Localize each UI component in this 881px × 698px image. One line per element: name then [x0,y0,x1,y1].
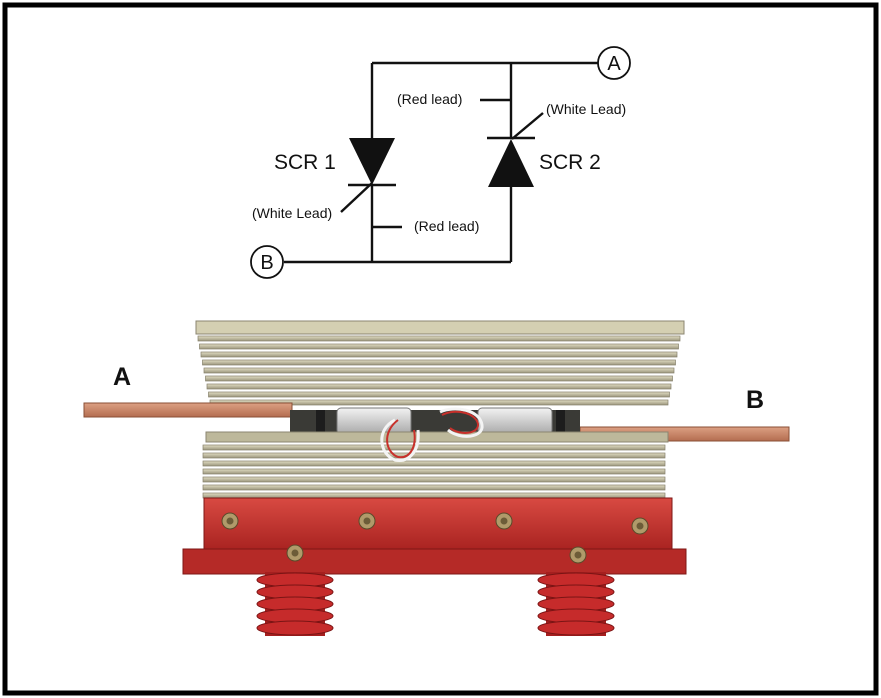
heatsink-fin [208,391,670,398]
lower-heatsink-fins [202,444,666,499]
heatsink-fin [202,484,666,491]
red-base-channel [203,497,673,552]
scr2-label: SCR 2 [539,151,601,174]
schematic [284,61,599,264]
insulator-left [256,572,334,636]
heatsink-fin [202,492,666,499]
heatsink-fin [205,375,673,382]
bolt-center [574,551,582,559]
heatsink-fin [203,367,675,374]
insulator-shed [537,620,615,636]
insulator-right [537,572,615,636]
scr2-symbol [488,139,534,187]
scr1-disc [336,407,412,435]
scr1-symbol [349,138,395,185]
node-b-label: B [260,252,273,274]
heatsink-fin [197,335,681,342]
gate-wire-red [386,419,416,459]
heatsink-fin [202,359,676,366]
channel-bolts [221,512,649,564]
photo-label-a: A [113,363,131,391]
stud-right [556,410,565,436]
bolt-center [291,549,299,557]
gate-wire-red-2 [441,410,479,434]
heatsink-fin [202,476,666,483]
scr2-gate-lead-label: (White Lead) [546,101,626,117]
bolt-center [363,517,371,525]
heatsink-fin [202,468,666,475]
scr1-label: SCR 1 [274,151,336,174]
stud-left [316,410,325,436]
scr1-cathode-lead-label: (Red lead) [414,218,479,234]
node-a-label: A [607,53,621,75]
gate-wire-white-2 [439,407,484,438]
insulator-shed [256,620,334,636]
bolt-center [500,517,508,525]
gate-wire-white [380,418,420,462]
upper-heatsink-fins [197,335,681,406]
heatsink-fin [200,351,678,358]
scr2-disc [477,407,553,435]
heatsink-fin [202,444,666,451]
scr-assembly-photo [83,320,790,636]
red-base-flange [182,548,687,575]
heatsink-fin [199,343,679,350]
heatsink-fin [202,460,666,467]
node-b-circle [250,245,284,279]
bolt-center [226,517,234,525]
busbar-a [83,402,293,418]
upper-heatsink-plate [195,320,685,335]
bolt-center [636,522,644,530]
photo-label-b: B [746,386,764,414]
scr2-gate-lead [511,112,544,140]
lower-heatsink-plate [205,431,669,443]
scr1-gate-lead [340,182,373,213]
heatsink-fin [202,452,666,459]
heatsink-fin [206,383,672,390]
node-a-circle [597,46,631,80]
scr2-cathode-lead-label: (Red lead) [397,91,462,107]
scr1-gate-lead-label: (White Lead) [252,205,332,221]
